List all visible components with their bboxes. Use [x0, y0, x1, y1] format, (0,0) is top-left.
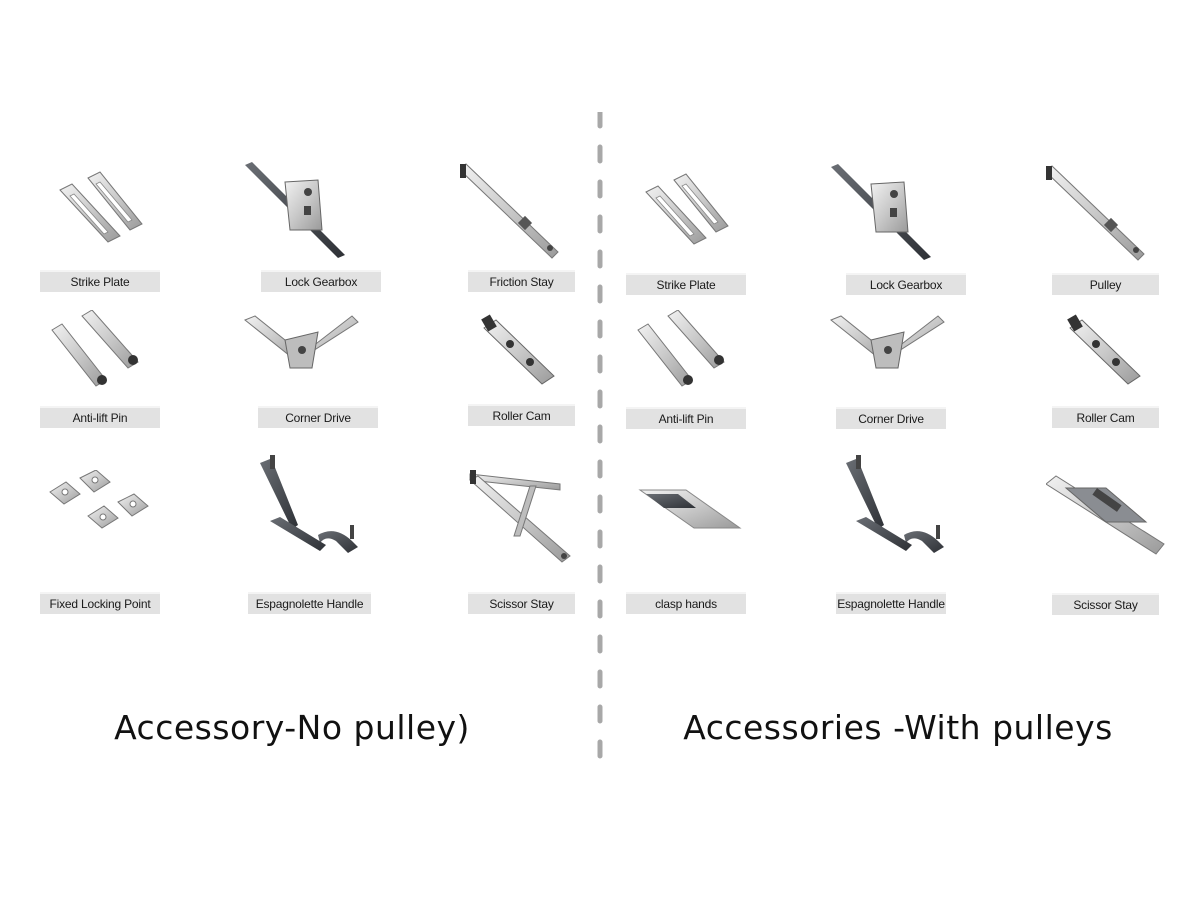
item-label: Corner Drive	[258, 406, 378, 428]
fixed-locking-point-icon	[49, 470, 149, 529]
pulley-icon	[1046, 165, 1145, 261]
panel-caption: Accessories -With pulleys	[683, 708, 1113, 747]
roller-cam-icon	[1067, 314, 1141, 385]
item-label: Scissor Stay	[468, 592, 575, 614]
roller-cam-icon	[481, 314, 555, 385]
anti-lift-pin-icon	[637, 310, 725, 387]
friction-stay-icon	[460, 163, 559, 259]
item-label: Strike Plate	[626, 273, 746, 295]
item-label: Strike Plate	[40, 270, 160, 292]
clasp-hands-icon	[638, 489, 742, 529]
lock-gearbox-icon	[245, 162, 345, 258]
item-label: Scissor Stay	[1052, 593, 1159, 615]
corner-drive-icon	[244, 315, 359, 369]
item-label: clasp hands	[626, 592, 746, 614]
item-label: Lock Gearbox	[846, 273, 966, 295]
espagnolette-handle-icon	[846, 455, 944, 553]
strike-plate-icon	[645, 173, 729, 245]
item-label: Espagnolette Handle	[248, 592, 371, 614]
item-label: Corner Drive	[836, 407, 946, 429]
scissor-stay-icon	[1046, 475, 1165, 555]
item-label: Anti-lift Pin	[626, 407, 746, 429]
item-label: Fixed Locking Point	[40, 592, 160, 614]
dashed-divider	[597, 112, 603, 762]
anti-lift-pin-icon	[51, 310, 139, 387]
item-label: Friction Stay	[468, 270, 575, 292]
item-label: Pulley	[1052, 273, 1159, 295]
item-label: Anti-lift Pin	[40, 406, 160, 428]
scissor-stay-icon	[469, 470, 571, 563]
strike-plate-icon	[59, 171, 143, 243]
lock-gearbox-icon	[831, 164, 931, 260]
panel-no-pulley: Strike Plate Lock Gearbox Friction Stay …	[40, 162, 575, 747]
item-label: Espagnolette Handle	[836, 592, 946, 614]
corner-drive-icon	[830, 315, 945, 369]
item-label: Roller Cam	[468, 404, 575, 426]
item-label: Lock Gearbox	[261, 270, 381, 292]
item-label: Roller Cam	[1052, 406, 1159, 428]
panel-caption: Accessory-No pulley)	[114, 708, 470, 747]
panel-with-pulleys: Strike Plate Lock Gearbox Pulley Anti-li…	[600, 0, 1200, 900]
espagnolette-handle-icon	[260, 455, 358, 553]
